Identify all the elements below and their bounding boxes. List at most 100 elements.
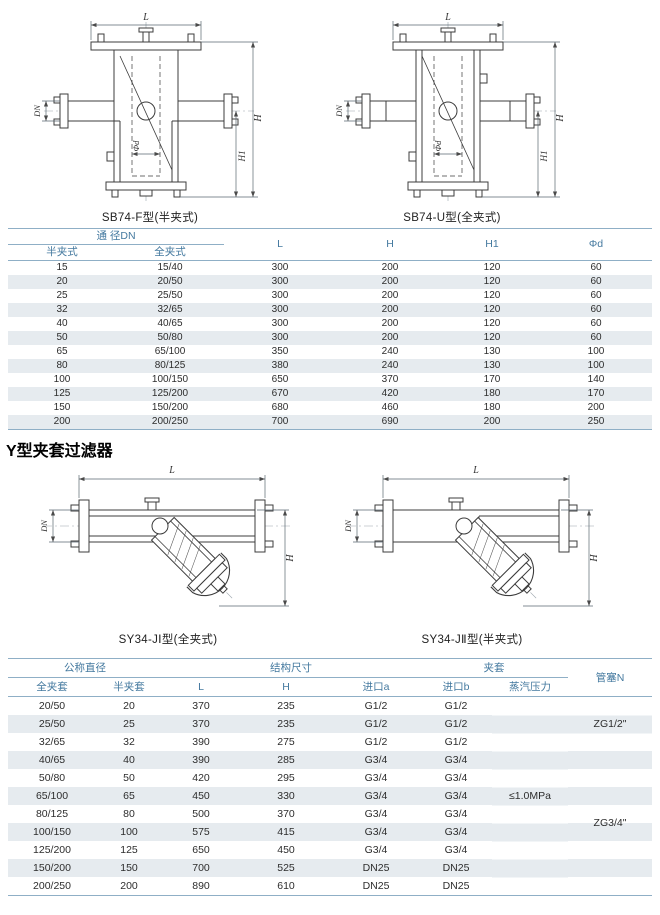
table-cell: 240 [336,359,444,373]
plug-cell: ZG3/4" [568,751,652,896]
table-cell: 40 [96,751,162,769]
dim-L-label: L [142,12,149,23]
dimension-labels: L DN H [343,465,600,563]
table1-col-half-clamp: 半夹式 [8,244,116,261]
table-cell: G1/2 [364,700,388,712]
table-cell: 65 [96,787,162,805]
table-cell: 60 [590,262,602,273]
table-cell: 200 [381,290,399,301]
table-cell: 32 [123,736,135,748]
dim-H-label: H [555,114,566,123]
table-cell: 200/250 [116,415,224,430]
table-cell: 415 [240,823,332,841]
table-cell: 330 [240,787,332,805]
table-cell: 130 [444,359,540,373]
table-cell: 100 [540,359,652,373]
table-cell: G3/4 [444,808,468,820]
table-cell: 40 [56,318,68,329]
table-cell: 120 [444,275,540,289]
table-cell: 120 [483,290,501,301]
dim-DN-label: DN [334,104,344,118]
dim-H1-label: H1 [237,151,247,163]
table-cell: 200 [381,262,399,273]
table-cell: 100 [96,823,162,841]
dim-phid-label: Φd [131,140,141,151]
table-cell: 25/50 [157,290,183,301]
sy34-j2-diagram: L DN H [343,465,600,607]
table-cell: 200 [587,402,605,413]
table-cell: G3/4 [364,772,388,784]
table-cell: 235 [277,700,295,712]
junction-circle [151,517,169,535]
table-cell: 60 [540,331,652,345]
table-cell: G3/4 [444,772,468,784]
table-cell: 670 [224,387,336,401]
table-cell: 200 [8,415,116,430]
table2-col-half-jacket: 半夹套 [96,677,162,697]
table-cell: 32/65 [38,736,66,748]
table-cell: 60 [540,275,652,289]
table2-col-inlet-a: 进口a [332,677,420,697]
dim-H-label: H [285,554,296,563]
junction-circle [455,517,473,535]
table-cell: 170 [483,374,501,385]
table-cell: 65 [56,346,68,357]
table-cell: 100/150 [8,823,96,841]
table-cell: 80/125 [116,359,224,373]
sb74-u-caption: SB74-U型(全夹式) [403,212,501,224]
table-cell: 240 [381,346,399,357]
table2-col-steam: 蒸汽压力 [492,677,568,697]
table-cell: 130 [483,346,501,357]
dim-DN-label: DN [39,519,49,533]
sb74-u-figure: L DN Φd H1 H SB74-U型(全夹式) [332,6,572,225]
table1-col-full-clamp: 全夹式 [116,244,224,261]
table2-col-inlet-b: 进口b [420,677,492,697]
table1-col-H: H [336,228,444,261]
table-cell: 15/40 [157,262,183,273]
table-cell: G3/4 [420,787,492,805]
table-cell: 370 [162,715,240,733]
table-cell: 350 [271,346,289,357]
table-cell: 65/100 [8,787,96,805]
table-cell: 60 [590,290,602,301]
table-cell: DN25 [420,859,492,877]
dim-DN-label: DN [32,104,42,118]
table1-col-L: L [224,228,336,261]
table-cell: 150 [53,402,71,413]
table-cell: 170 [540,387,652,401]
table-cell: 60 [540,303,652,317]
table2-group-structure: 结构尺寸 [162,658,420,678]
table2-col-plug: 管塞N [568,658,652,697]
table2-col-full-jacket: 全夹套 [8,677,96,697]
table-cell: 370 [192,700,210,712]
dim-H1-label: H1 [539,151,549,163]
table-cell: 200 [336,275,444,289]
sb74-f-caption: SB74-F型(半夹式) [101,212,199,224]
table-cell: G3/4 [420,751,492,769]
table-cell: 100/150 [151,374,189,385]
table-cell: 285 [240,751,332,769]
table-cell: 420 [336,387,444,401]
dim-phid-label: Φd [433,140,443,151]
dimension-labels: L DN H [39,465,296,563]
table-cell: 610 [277,880,295,892]
table1-group-dn: 通 径DN [8,228,224,245]
dim-L-label: L [168,465,175,476]
sy34-j2-figure: L DN H SY34-JⅡ型(半夹式) [343,460,601,647]
table-cell: 50/80 [38,772,66,784]
internals [385,50,511,182]
table-cell: 20 [8,275,116,289]
dimension-lines [42,21,258,198]
